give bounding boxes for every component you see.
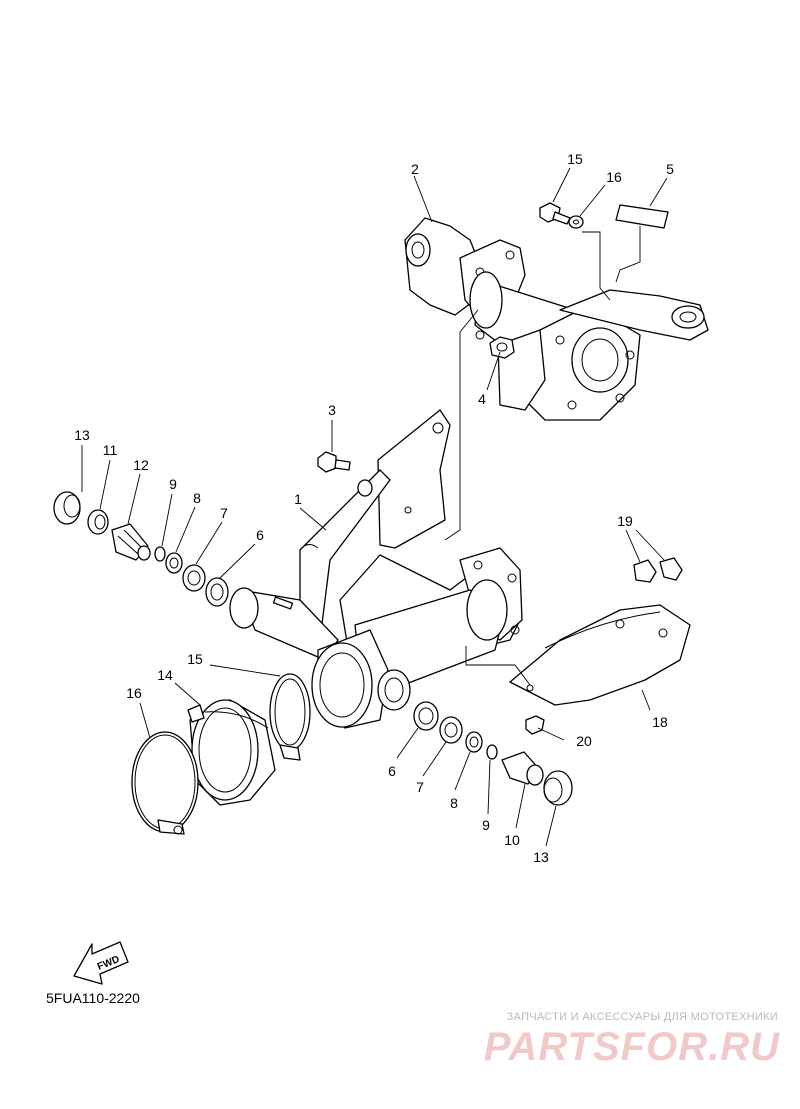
callout-13-left: 13 <box>74 427 90 443</box>
part-9-oring-left <box>154 546 166 562</box>
part-16-clamp <box>131 731 199 835</box>
callout-7-right: 7 <box>416 779 424 795</box>
part-8-seal-left <box>165 552 183 574</box>
callout-19: 20 <box>576 733 592 749</box>
callout-12: 12 <box>133 457 149 473</box>
watermark-brand: PARTSFOR.RU <box>484 1025 780 1069</box>
callout-8-right: 8 <box>450 795 458 811</box>
callout-2: 2 <box>411 161 419 177</box>
callout-9-right: 9 <box>482 817 490 833</box>
part-6-bearing-right <box>413 701 439 731</box>
callout-17: 18 <box>652 714 668 730</box>
part-21-washer <box>568 215 584 229</box>
callout-14: 14 <box>157 667 173 683</box>
part-7-bearing-right <box>439 716 463 744</box>
part-6-bearing-left <box>205 577 229 607</box>
callout-13-right: 13 <box>533 849 549 865</box>
part-2-axle-housing <box>404 217 709 421</box>
part-19-bolt <box>525 715 545 735</box>
watermark-tagline: ЗАПЧАСТИ И АКСЕССУАРЫ ДЛЯ МОТОТЕХНИКИ <box>507 1011 778 1023</box>
callout-16: 16 <box>126 685 142 701</box>
part-11-collar <box>87 509 109 535</box>
callout-6-left: 6 <box>256 527 264 543</box>
callout-4: 4 <box>478 391 486 407</box>
part-3-bolt <box>317 451 373 497</box>
part-9-oring-right <box>486 744 498 760</box>
fwd-arrow-icon: FWD <box>73 941 129 985</box>
part-10-pivot-shaft <box>501 751 544 786</box>
callout-8-left: 8 <box>193 490 201 506</box>
part-7-bearing-left <box>182 564 206 592</box>
callout-6-right: 6 <box>388 763 396 779</box>
callout-labels: 2 15 16 5 4 3 1 13 11 12 9 8 7 6 19 18 2… <box>74 151 674 865</box>
part-5-label-plate <box>615 204 669 229</box>
part-17-chain-guard <box>509 604 691 706</box>
callout-11: 11 <box>103 442 118 458</box>
callout-20: 15 <box>567 151 583 167</box>
part-8-seal-right <box>465 731 483 753</box>
callout-1: 1 <box>294 491 302 507</box>
callout-5: 5 <box>666 161 674 177</box>
callout-18: 19 <box>617 513 633 529</box>
part-12-pivot-shaft <box>111 523 151 561</box>
callout-10: 10 <box>504 832 520 848</box>
part-13-cap-right <box>543 770 573 806</box>
callout-7-left: 7 <box>220 505 228 521</box>
diagram-code: 5FUA110-2220 <box>46 990 140 1006</box>
part-1-swingarm <box>229 409 523 729</box>
part-20-bolt <box>539 202 571 225</box>
callout-3: 3 <box>328 402 336 418</box>
part-15-band <box>269 673 311 761</box>
leader-lines <box>81 167 668 847</box>
part-13-cap-left <box>53 491 81 525</box>
part-4-nut <box>489 336 515 359</box>
callout-15: 15 <box>187 651 203 667</box>
part-18-caps <box>633 557 683 583</box>
callout-21: 16 <box>606 169 622 185</box>
callout-9-left: 9 <box>169 476 177 492</box>
part-14-boot <box>187 699 276 806</box>
